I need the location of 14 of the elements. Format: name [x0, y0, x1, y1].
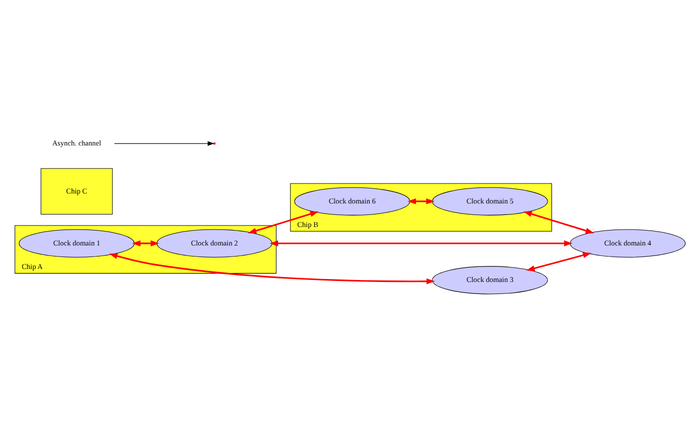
node-box: Chip C	[40, 168, 113, 214]
arrow	[114, 140, 214, 146]
node-ellipse: Clock domain 5	[432, 186, 548, 215]
node-ellipse: Clock domain 1	[18, 228, 135, 257]
node-ellipse: Clock domain 2	[156, 228, 272, 257]
node-ellipse: Clock domain 6	[294, 186, 410, 215]
arrow	[248, 210, 319, 234]
node-text: Asynch. channel	[52, 138, 102, 147]
arrow	[132, 240, 160, 246]
arrow	[523, 210, 594, 234]
arrow	[408, 198, 435, 204]
arrow	[109, 252, 435, 284]
arrow	[270, 240, 572, 246]
arrow	[526, 252, 592, 271]
